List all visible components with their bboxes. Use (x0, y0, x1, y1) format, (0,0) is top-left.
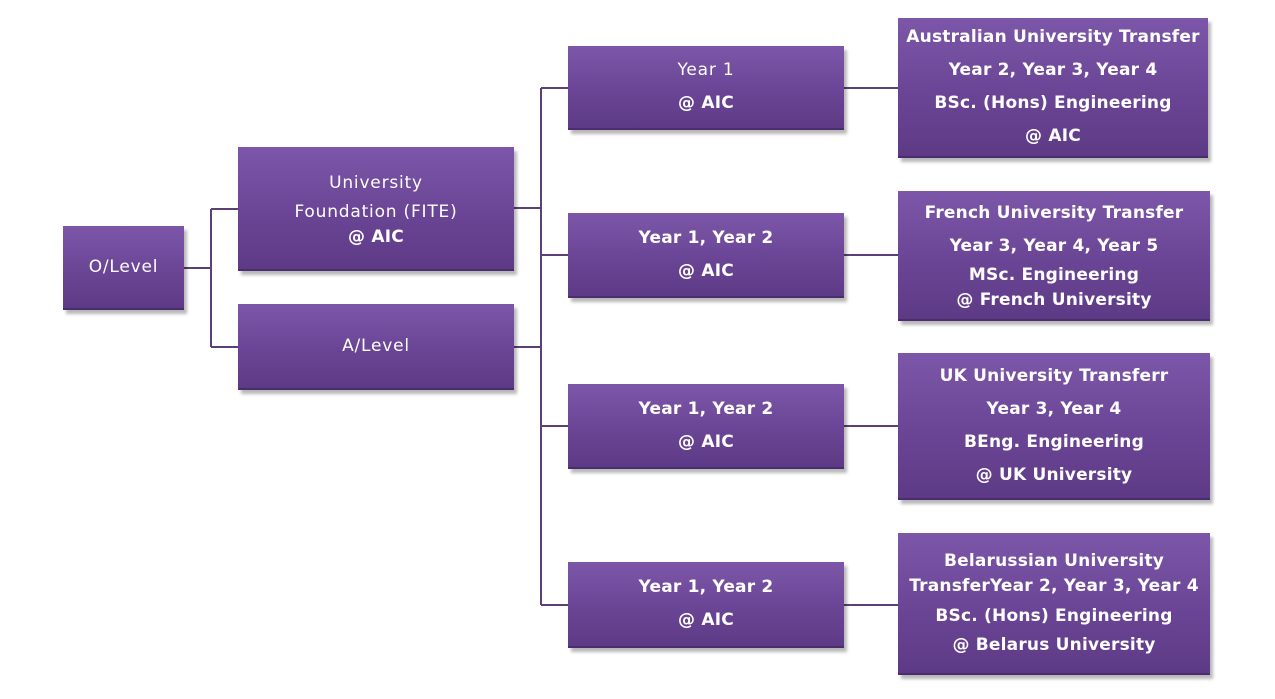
uk-transfer-line-3: BEng. Engineering (964, 431, 1144, 452)
year12-french-line-1: Year 1, Year 2 (638, 227, 774, 248)
australian-transfer-line-2: Year 2, Year 3, Year 4 (948, 60, 1158, 80)
french-transfer-box: French University Transfer Year 3, Year … (898, 191, 1210, 321)
year1-aic-line-1: Year 1 (677, 60, 735, 80)
foundation-line-3: @ AIC (348, 226, 404, 247)
year12-uk-line-1: Year 1, Year 2 (638, 398, 774, 419)
belarussian-transfer-line-3: BSc. (Hons) Engineering (935, 605, 1173, 626)
uk-transfer-line-1: UK University Transferr (939, 365, 1169, 386)
year12-aic-box-belarus: Year 1, Year 2 @ AIC (568, 562, 844, 648)
alevel-label: A/Level (342, 335, 410, 356)
alevel-box: A/Level (238, 304, 514, 390)
connector-year-branches (541, 87, 568, 606)
year1-aic-line-2: @ AIC (678, 93, 734, 113)
australian-transfer-box: Australian University Transfer Year 2, Y… (898, 18, 1208, 158)
year1-aic-box: Year 1 @ AIC (568, 46, 844, 130)
french-transfer-line-2: Year 3, Year 4, Year 5 (949, 236, 1159, 256)
year12-uk-line-2: @ AIC (678, 431, 734, 452)
year12-belarus-line-1: Year 1, Year 2 (638, 577, 774, 597)
connector-transfers (844, 87, 898, 606)
belarussian-transfer-box: Belarussian University TransferYear 2, Y… (898, 533, 1210, 675)
uk-transfer-line-2: Year 3, Year 4 (986, 398, 1122, 419)
foundation-line-2: Foundation (FITE) (294, 201, 458, 222)
belarussian-transfer-line-1: Belarussian University (943, 550, 1165, 571)
french-transfer-line-4: @ French University (956, 290, 1152, 310)
french-transfer-line-1: French University Transfer (924, 203, 1184, 223)
australian-transfer-line-3: BSc. (Hons) Engineering (934, 93, 1172, 113)
australian-transfer-line-1: Australian University Transfer (906, 27, 1200, 47)
connector-olevel (184, 208, 238, 348)
year12-french-line-2: @ AIC (678, 260, 734, 281)
foundation-line-1: University (329, 172, 423, 193)
australian-transfer-line-4: @ AIC (1025, 126, 1081, 146)
olevel-box: O/Level (63, 226, 184, 310)
olevel-label: O/Level (88, 256, 159, 277)
belarussian-transfer-line-2: TransferYear 2, Year 3, Year 4 (909, 575, 1199, 596)
belarussian-transfer-line-4: @ Belarus University (952, 634, 1156, 655)
year12-belarus-line-2: @ AIC (678, 610, 734, 630)
french-transfer-line-3: MSc. Engineering (968, 265, 1140, 285)
year12-aic-box-french: Year 1, Year 2 @ AIC (568, 213, 844, 298)
uk-transfer-line-4: @ UK University (975, 464, 1133, 485)
uk-transfer-box: UK University Transferr Year 3, Year 4 B… (898, 353, 1210, 500)
university-foundation-box: University Foundation (FITE) @ AIC (238, 147, 514, 271)
year12-aic-box-uk: Year 1, Year 2 @ AIC (568, 384, 844, 469)
